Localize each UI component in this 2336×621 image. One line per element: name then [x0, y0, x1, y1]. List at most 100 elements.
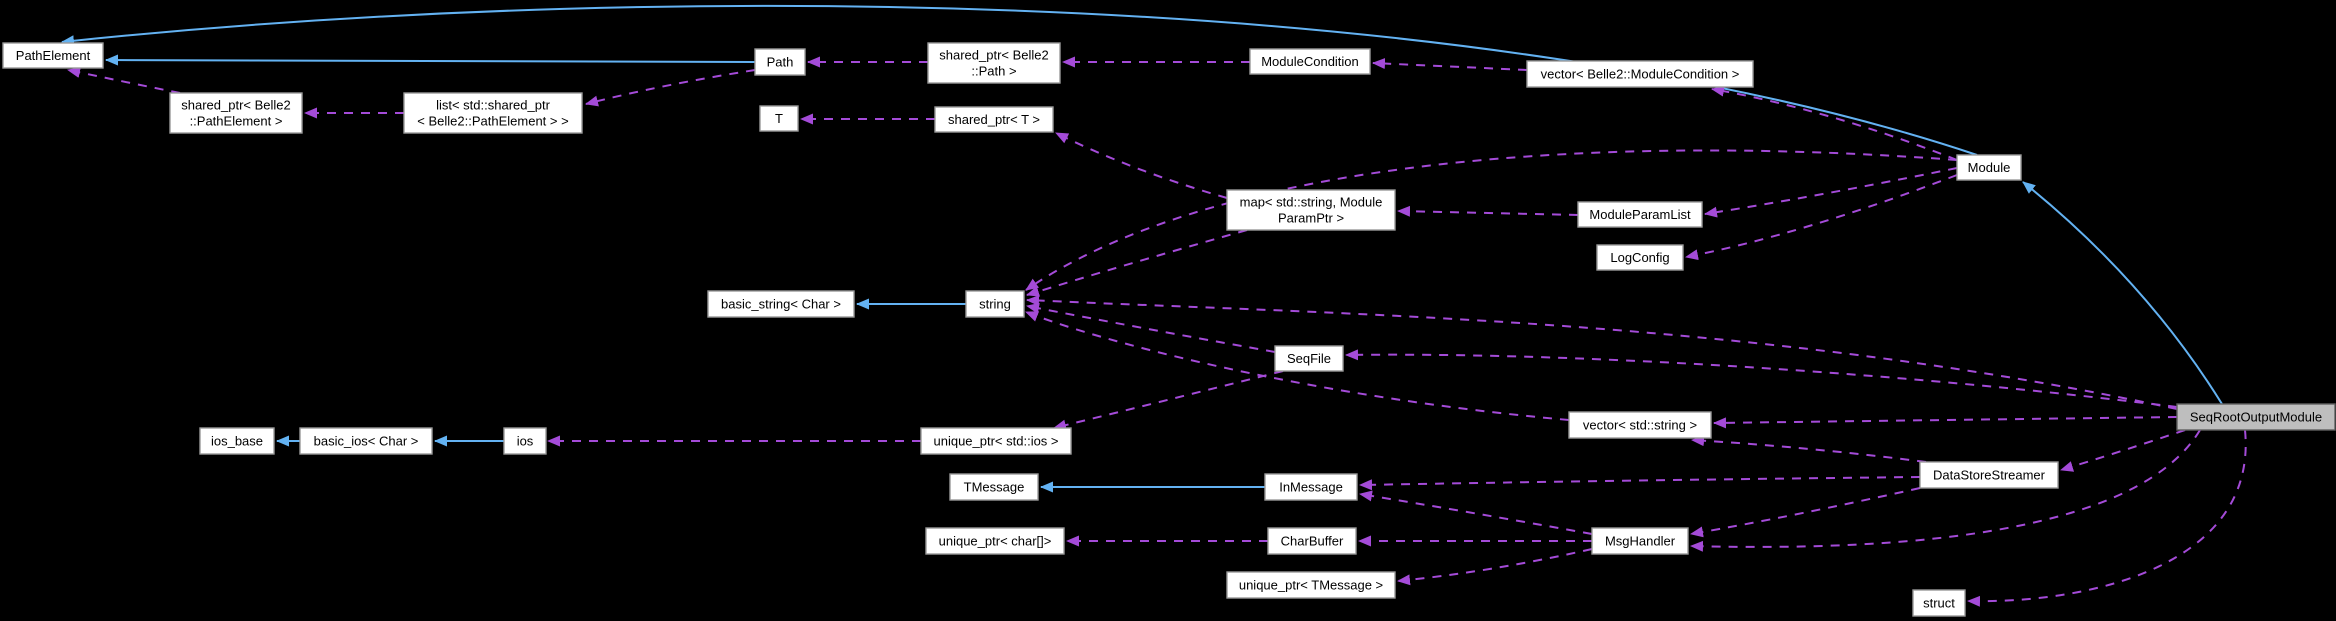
- node-box[interactable]: [927, 42, 1061, 84]
- node-log_config[interactable]: LogConfig: [1596, 244, 1684, 271]
- node-box[interactable]: [503, 427, 547, 455]
- node-label: T: [775, 111, 783, 126]
- node-box[interactable]: [754, 48, 806, 76]
- edge-module-log_config-usage: [1685, 174, 1958, 261]
- node-label: shared_ptr< Belle2::PathElement >: [181, 98, 291, 129]
- node-label: shared_ptr< Belle2::Path >: [939, 48, 1049, 79]
- edge-module-vec_module_condition-usage: [1711, 85, 1958, 161]
- node-t[interactable]: T: [759, 105, 799, 132]
- node-box[interactable]: [707, 290, 855, 318]
- edge-seq_root_output_module-seq_file-usage: [1345, 349, 2178, 408]
- node-box[interactable]: [1267, 527, 1357, 555]
- highlighted-node-box[interactable]: [2176, 403, 2336, 431]
- node-box[interactable]: [934, 106, 1054, 133]
- node-in_message[interactable]: InMessage: [1264, 473, 1358, 501]
- edge-module-path_element-inheritance: [61, 4, 1978, 156]
- node-box[interactable]: [920, 427, 1072, 455]
- node-vec_module_condition[interactable]: vector< Belle2::ModuleCondition >: [1526, 60, 1754, 88]
- node-box[interactable]: [1596, 244, 1684, 271]
- node-list_sp_path_element[interactable]: list< std::shared_ptr< Belle2::PathEleme…: [403, 92, 583, 134]
- node-seq_root_output_module[interactable]: SeqRootOutputModule: [2176, 403, 2336, 431]
- node-unique_ptr_ios[interactable]: unique_ptr< std::ios >: [920, 427, 1072, 455]
- node-label: PathElement: [16, 48, 91, 63]
- node-box[interactable]: [925, 527, 1065, 555]
- node-label: shared_ptr< T >: [948, 112, 1040, 127]
- edge-vec_module_condition-module_condition-usage: [1372, 58, 1528, 71]
- node-label: basic_ios< Char >: [314, 434, 419, 449]
- edge-seq_root_output_module-msg_handler-usage: [1690, 429, 2201, 552]
- edge-map_module_param-sp_t-usage: [1055, 132, 1228, 199]
- node-label: TMessage: [964, 480, 1025, 495]
- node-sp_t[interactable]: shared_ptr< T >: [934, 106, 1054, 133]
- node-label: CharBuffer: [1281, 534, 1344, 549]
- node-box[interactable]: [2, 42, 104, 69]
- node-unique_ptr_tmessage[interactable]: unique_ptr< TMessage >: [1226, 571, 1396, 599]
- node-box[interactable]: [1249, 48, 1371, 75]
- node-label: vector< Belle2::ModuleCondition >: [1541, 67, 1740, 82]
- node-box[interactable]: [1956, 154, 2022, 181]
- node-box[interactable]: [1526, 60, 1754, 88]
- node-label: string: [979, 297, 1011, 312]
- node-box[interactable]: [1264, 473, 1358, 501]
- node-string[interactable]: string: [965, 290, 1025, 318]
- node-box[interactable]: [1919, 461, 2059, 489]
- node-box[interactable]: [759, 105, 799, 132]
- node-label: SeqRootOutputModule: [2190, 410, 2322, 425]
- node-label: unique_ptr< std::ios >: [933, 434, 1058, 449]
- node-box[interactable]: [299, 427, 433, 455]
- node-box[interactable]: [1577, 201, 1703, 228]
- edge-seq_root_output_module-string-usage: [1026, 295, 2178, 410]
- node-seq_file[interactable]: SeqFile: [1274, 345, 1344, 372]
- node-label: Path: [767, 55, 794, 70]
- node-unique_ptr_char[interactable]: unique_ptr< char[]>: [925, 527, 1065, 555]
- node-msg_handler[interactable]: MsgHandler: [1591, 527, 1689, 555]
- node-box[interactable]: [1226, 571, 1396, 599]
- node-label: unique_ptr< TMessage >: [1239, 578, 1383, 593]
- node-box[interactable]: [169, 92, 303, 134]
- edge-seq_file-string-usage: [1026, 302, 1276, 353]
- edge-msg_handler-in_message-usage: [1359, 490, 1593, 535]
- node-label: vector< std::string >: [1583, 418, 1697, 433]
- node-struct_node[interactable]: struct: [1912, 589, 1966, 617]
- node-char_buffer[interactable]: CharBuffer: [1267, 527, 1357, 555]
- node-module[interactable]: Module: [1956, 154, 2022, 181]
- node-box[interactable]: [949, 473, 1039, 501]
- node-module_param_list[interactable]: ModuleParamList: [1577, 201, 1703, 228]
- node-box[interactable]: [1274, 345, 1344, 372]
- node-ios_base[interactable]: ios_base: [199, 427, 275, 455]
- node-box[interactable]: [1568, 411, 1712, 439]
- node-path_element[interactable]: PathElement: [2, 42, 104, 69]
- edge-data_store_streamer-in_message-usage: [1359, 476, 1921, 491]
- node-box[interactable]: [1912, 589, 1966, 617]
- node-box[interactable]: [1591, 527, 1689, 555]
- node-ios[interactable]: ios: [503, 427, 547, 455]
- node-label: DataStoreStreamer: [1933, 468, 2046, 483]
- node-label: list< std::shared_ptr< Belle2::PathEleme…: [417, 98, 568, 129]
- node-box[interactable]: [1226, 189, 1396, 231]
- edge-path-path_element-inheritance: [105, 54, 756, 66]
- node-box[interactable]: [965, 290, 1025, 318]
- node-sp_belle2_path[interactable]: shared_ptr< Belle2::Path >: [927, 42, 1061, 84]
- node-box[interactable]: [403, 92, 583, 134]
- node-box[interactable]: [199, 427, 275, 455]
- node-label: MsgHandler: [1605, 534, 1676, 549]
- node-module_condition[interactable]: ModuleCondition: [1249, 48, 1371, 75]
- node-label: Module: [1968, 160, 2011, 175]
- node-path[interactable]: Path: [754, 48, 806, 76]
- node-basic_string[interactable]: basic_string< Char >: [707, 290, 855, 318]
- node-tmessage[interactable]: TMessage: [949, 473, 1039, 501]
- node-label: ios: [517, 434, 534, 449]
- node-label: struct: [1923, 596, 1955, 611]
- edge-data_store_streamer-vec_string-usage: [1691, 435, 1927, 463]
- node-basic_ios[interactable]: basic_ios< Char >: [299, 427, 433, 455]
- node-sp_path_element[interactable]: shared_ptr< Belle2::PathElement >: [169, 92, 303, 134]
- edge-data_store_streamer-msg_handler-usage: [1690, 487, 1921, 538]
- edge-sp_path_element-path_element-usage: [67, 67, 181, 94]
- node-data_store_streamer[interactable]: DataStoreStreamer: [1919, 461, 2059, 489]
- node-vec_string[interactable]: vector< std::string >: [1568, 411, 1712, 439]
- node-label: ModuleParamList: [1589, 207, 1691, 222]
- edge-msg_handler-unique_ptr_tmessage-usage: [1397, 548, 1593, 586]
